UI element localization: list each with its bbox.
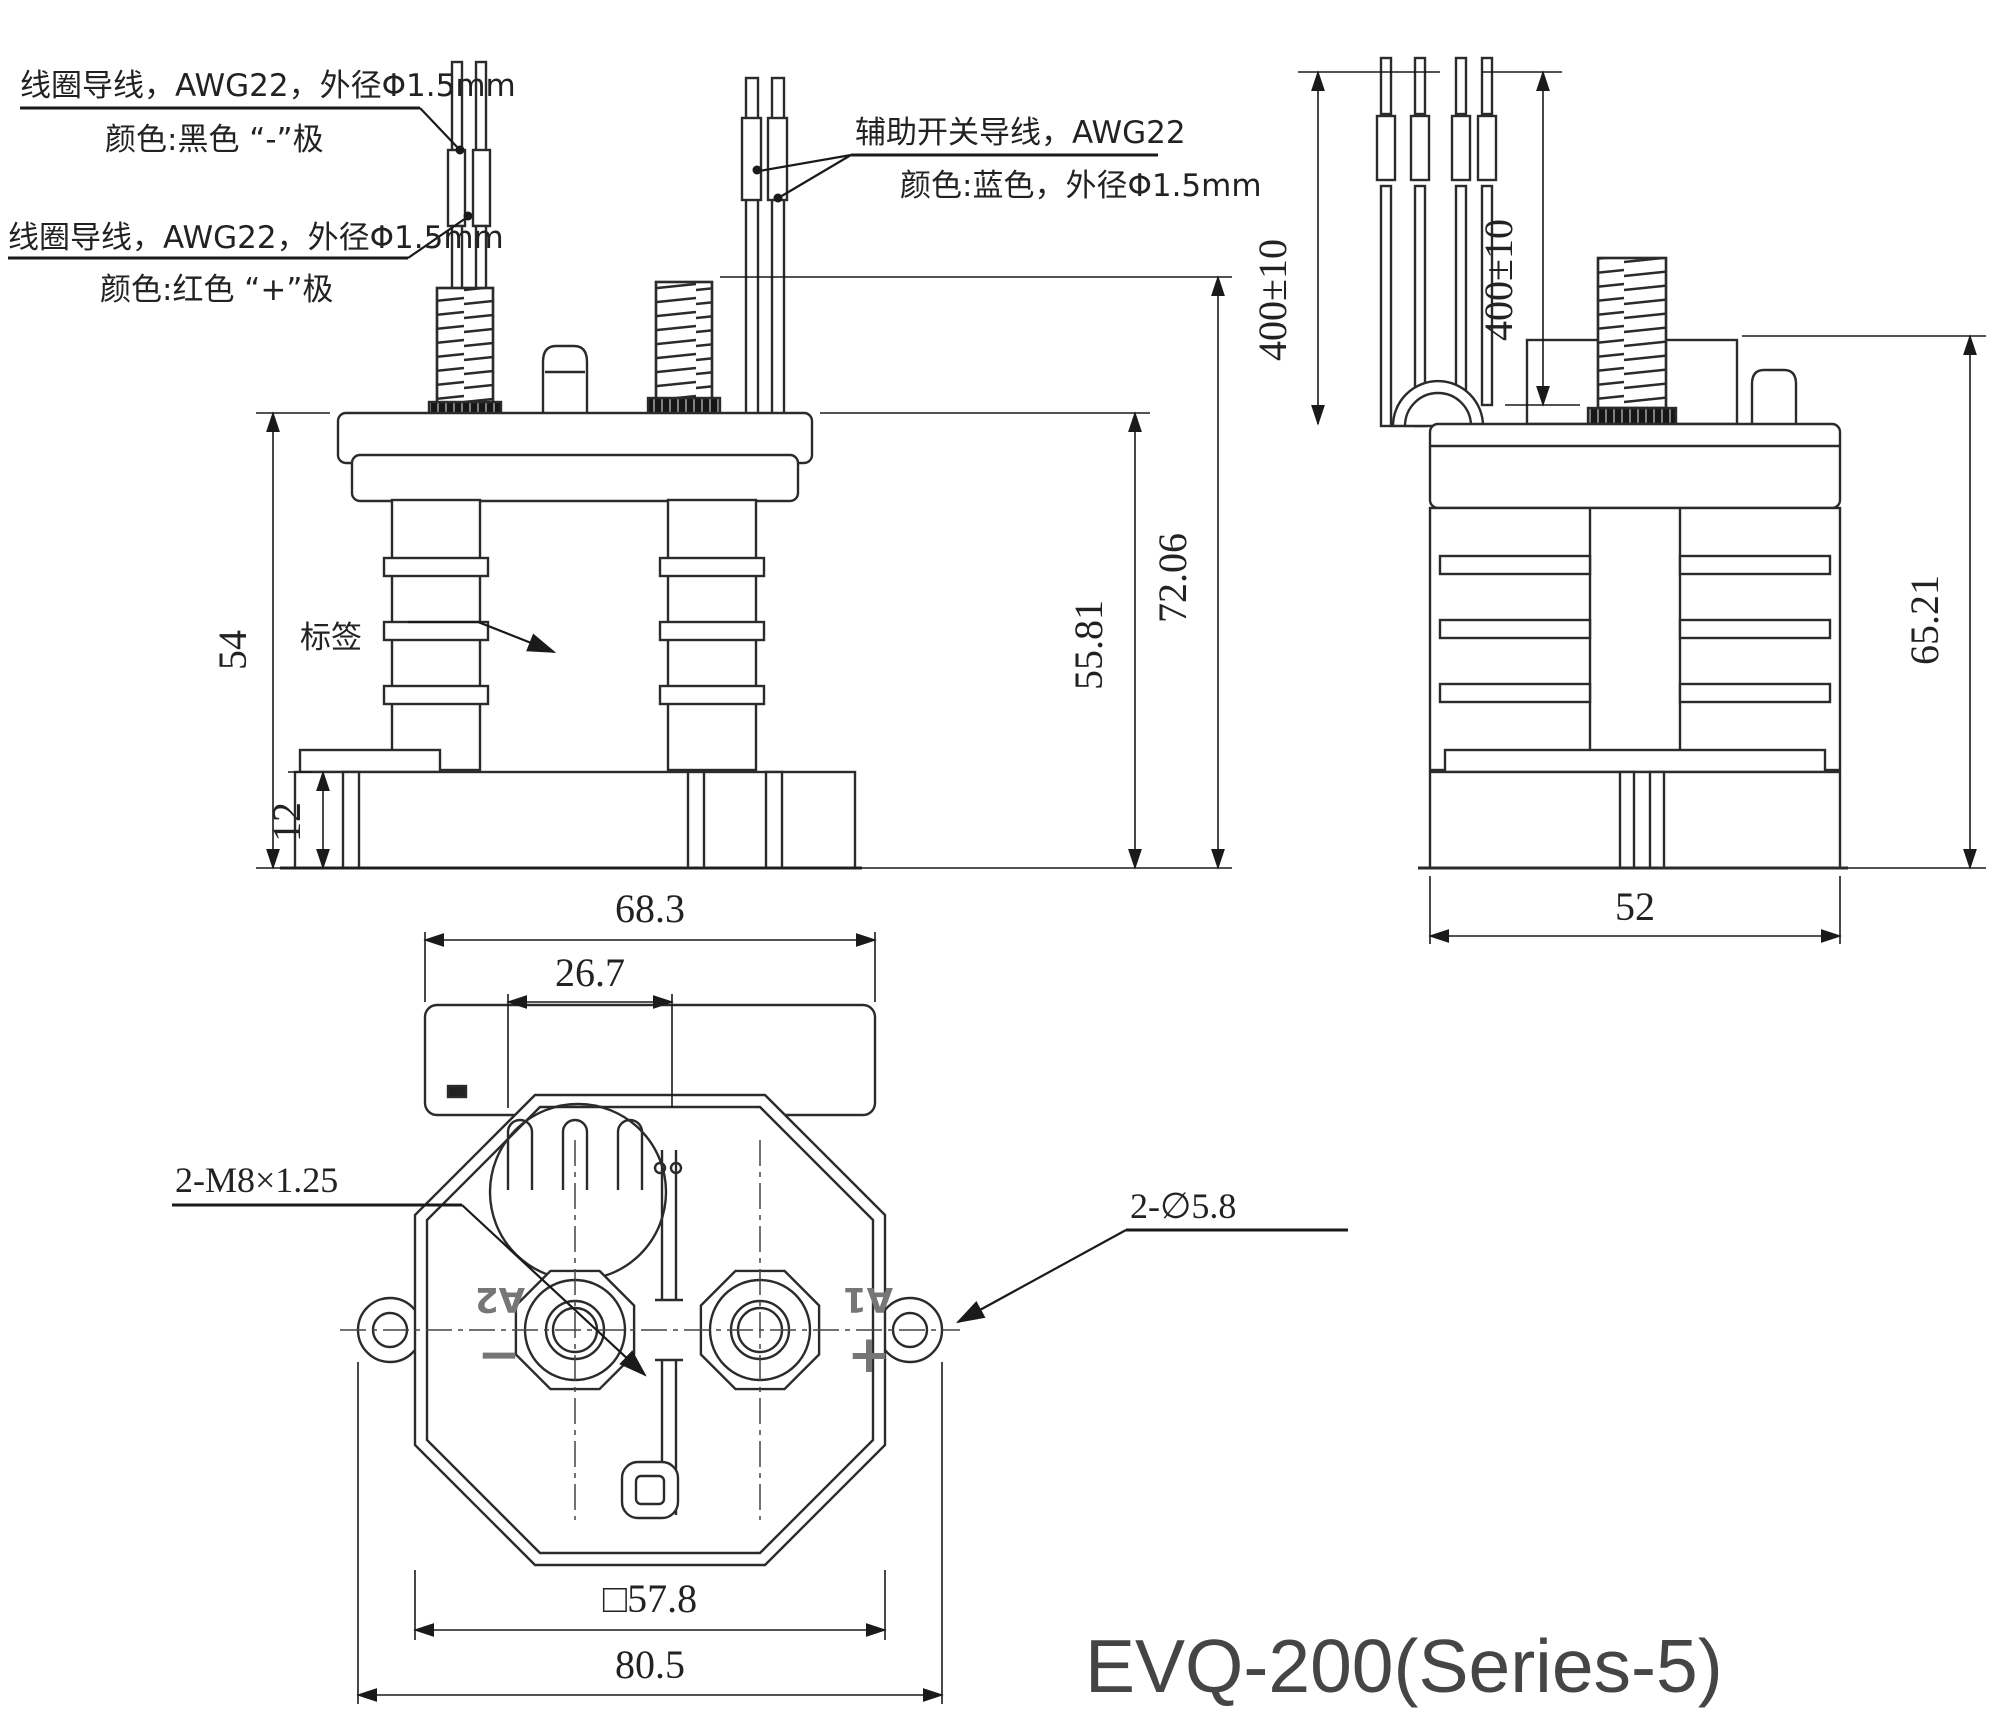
coil-lead-slots [506,1118,683,1190]
dim-55-81: 55.81 [1066,600,1111,690]
callout-coil-black-line2: 颜色:黑色 “-”极 [105,122,324,158]
dim-80-5: 80.5 [615,1642,685,1687]
hole-leader [955,1229,1127,1324]
callout-coil-red-line1: 线圈导线，AWG22，外径Φ1.5mm [8,220,504,256]
bottom-view [340,1003,960,1567]
dim-65-21: 65.21 [1902,575,1947,665]
dim-52: 52 [1615,884,1655,929]
front-base [293,748,857,870]
callout-coil-black-line1: 线圈导线，AWG22，外径Φ1.5mm [20,68,516,104]
side-body [1428,506,1842,772]
callout-coil-red-line2: 颜色:红色 “+”极 [100,272,333,308]
thread-callout-text: 2-M8×1.25 [175,1160,338,1200]
aux-wire-sleeve [766,116,789,202]
terminal-a2-label: A2 [475,1279,525,1319]
callout-aux-line2: 颜色:蓝色，外径Φ1.5mm [900,168,1262,204]
dim-54: 54 [210,630,255,670]
right-terminal-stud [646,280,722,416]
side-flange [1428,422,1842,510]
side-lead-wires [1375,56,1498,428]
front-view [280,60,862,870]
wire-clamp-arc [1391,379,1485,428]
callout-leaders [8,106,1348,1377]
dim-12: 12 [264,802,309,842]
side-cap [1750,368,1798,426]
dim-57-8: □57.8 [603,1576,697,1621]
label-tag-text: 标签 [300,620,362,656]
bottom-square-pad [620,1460,680,1520]
coil-wire-sleeve [446,148,467,228]
side-view [1375,56,1848,870]
label-tag-leader [408,620,557,654]
thread-leader [461,1204,647,1377]
aux-wire-sleeve [740,116,763,202]
dim-68-3: 68.3 [615,886,685,931]
dim-400-coil: 400±10 [1250,239,1295,361]
front-body [382,498,766,772]
terminal-plus-sign: + [847,1325,891,1385]
side-base [1428,748,1842,870]
side-knurled-nut [1586,406,1678,426]
right-knurled-nut [646,396,722,416]
index-mark [446,1084,468,1099]
wire-clamp-arc-inner [1403,391,1473,427]
aux-switch-cap [541,344,589,413]
aux-switch-wires [740,76,789,417]
dim-400-aux: 400±10 [1476,219,1521,341]
front-flange [336,411,814,503]
drawing-title: EVQ-200(Series-5) [1085,1624,1723,1708]
callout-aux-line1: 辅助开关导线，AWG22 [855,115,1186,151]
dim-72-06: 72.06 [1150,533,1195,623]
drawing-text: 线圈导线，AWG22，外径Φ1.5mm 颜色:黑色 “-”极 线圈导线，AWG2… [8,68,1947,1708]
hole-callout-text: 2-∅5.8 [1130,1186,1236,1226]
dimension-lines [256,70,1986,1704]
terminal-minus-sign: − [477,1325,521,1385]
coil-wire-sleeve [471,148,492,228]
centerlines [340,1140,960,1520]
terminal-a1-label: A1 [843,1279,893,1319]
dim-26-7: 26.7 [555,950,625,995]
left-terminal-stud [427,286,503,420]
side-terminal-stud [1586,256,1678,426]
mounting-plate-inner [425,1105,875,1555]
